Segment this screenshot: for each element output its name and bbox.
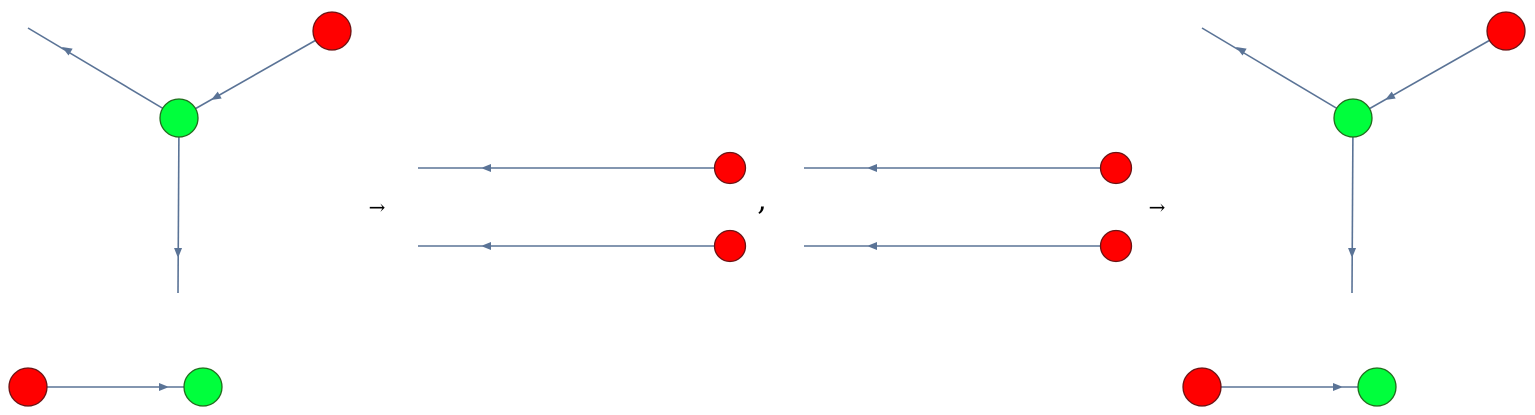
red-node-top: [713, 151, 747, 185]
middle-right-parallel-edges: [804, 151, 1133, 263]
edge-arrowhead: [1333, 383, 1343, 391]
edge-green-to-upper-left: [1201, 27, 1354, 119]
rewrite-arrow-right: →: [1149, 195, 1166, 219]
red-node-bottom: [1099, 229, 1133, 263]
edge-arrowhead: [62, 47, 73, 56]
red-node-bottom: [713, 229, 747, 263]
edge-arrowhead: [174, 247, 183, 258]
red-node-top: [1099, 151, 1133, 185]
green-node: [183, 367, 223, 407]
green-node: [159, 98, 199, 138]
red-node: [1182, 367, 1222, 407]
left-trivalent-graph: [27, 11, 352, 294]
edge-arrowhead: [481, 164, 491, 172]
middle-left-parallel-edges: [418, 151, 747, 263]
edge-arrowhead: [481, 242, 491, 250]
edge-arrowhead: [1236, 47, 1247, 56]
rewrite-arrow-left: →: [369, 195, 386, 219]
green-node: [1357, 367, 1397, 407]
edge-red-to-green: [178, 30, 333, 119]
red-node: [8, 367, 48, 407]
edge-arrowhead: [867, 164, 877, 172]
right-trivalent-graph: [1201, 11, 1526, 294]
green-node: [1333, 98, 1373, 138]
edge-arrowhead: [211, 91, 222, 100]
edge-arrowhead: [867, 242, 877, 250]
edge-arrowhead: [159, 383, 169, 391]
edge-green-down: [177, 117, 180, 294]
separator-comma: ,: [757, 183, 767, 218]
edge-green-down: [1351, 117, 1354, 294]
edge-arrowhead: [1385, 91, 1396, 100]
edge-red-to-green: [1352, 30, 1507, 119]
left-simple-edge: [8, 367, 223, 407]
edge-green-to-upper-left: [27, 27, 180, 119]
red-node: [312, 11, 352, 51]
red-node: [1486, 11, 1526, 51]
edge-arrowhead: [1348, 247, 1357, 258]
right-simple-edge: [1182, 367, 1397, 407]
